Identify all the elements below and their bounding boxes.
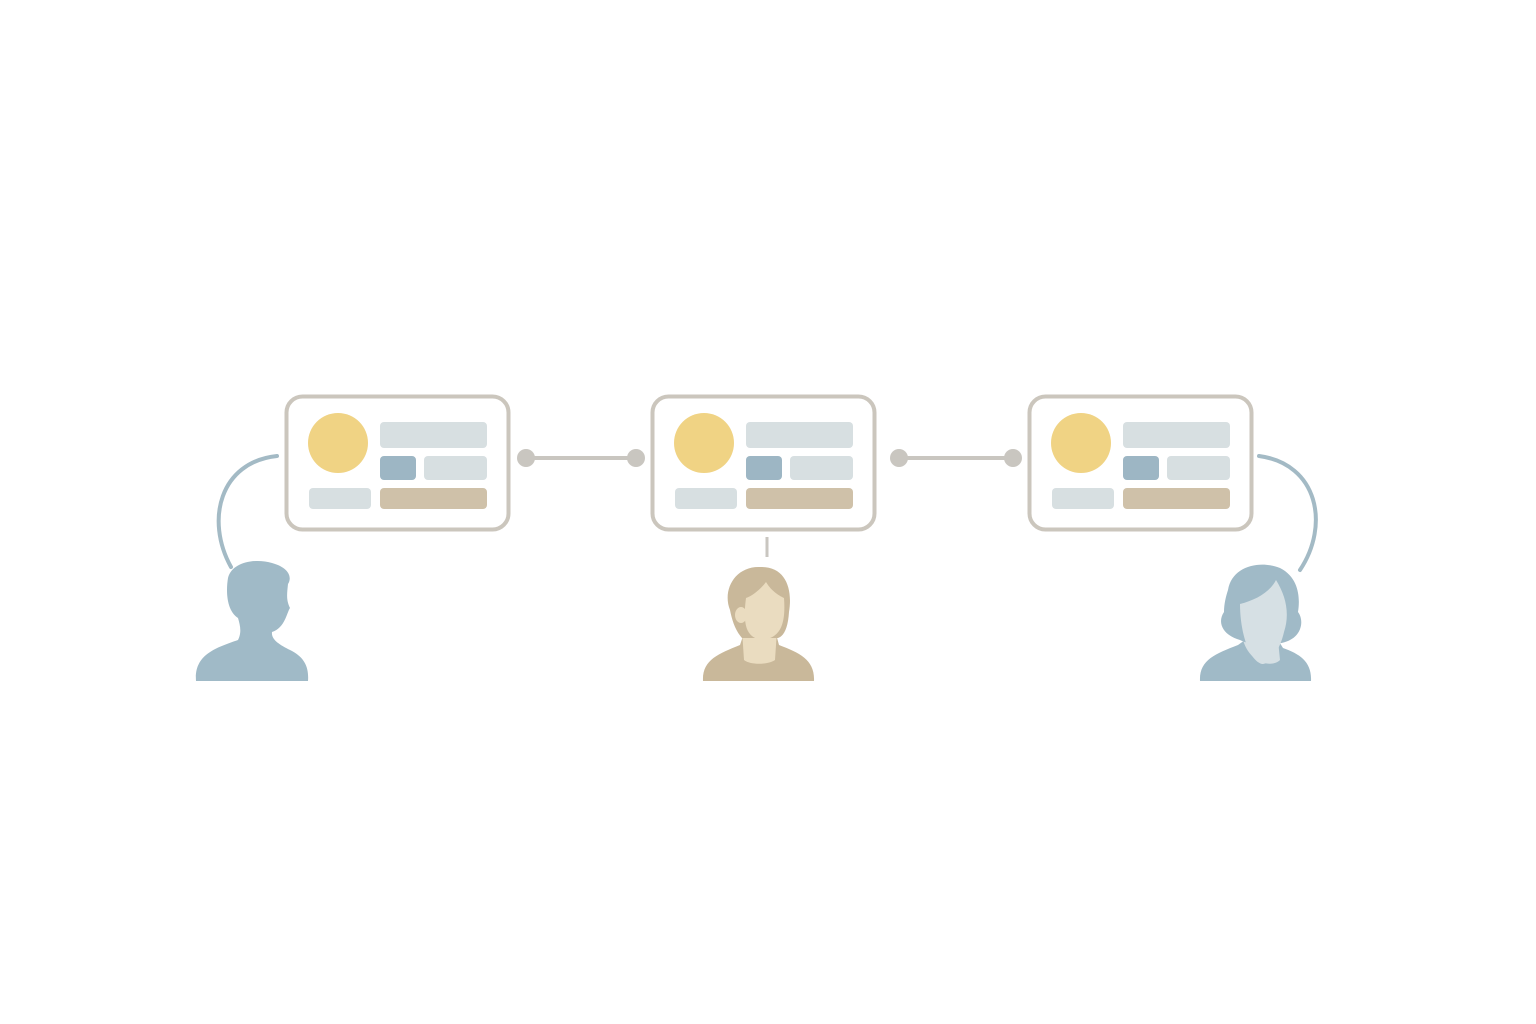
title-placeholder [380,422,487,448]
title-placeholder [746,422,853,448]
connector-dot [517,449,535,467]
female-avatar-icon [1199,564,1312,681]
connector-dot [1004,449,1022,467]
subtitle-placeholder [424,456,487,480]
tag-placeholder [1123,456,1159,480]
person-avatar-icon [702,566,815,681]
action-placeholder [746,488,853,509]
action-placeholder [1123,488,1230,509]
action-placeholder [380,488,487,509]
label-placeholder [1052,488,1114,509]
connector-1-2 [517,449,645,467]
male-silhouette-icon [195,560,309,681]
connector-2-3 [890,449,1022,467]
tag-placeholder [746,456,782,480]
label-placeholder [309,488,371,509]
subtitle-placeholder [1167,456,1230,480]
avatar-circle [674,413,734,473]
subtitle-placeholder [790,456,853,480]
avatar-circle [1051,413,1111,473]
profile-card-3 [1027,394,1254,532]
left-arc-line [216,454,279,569]
right-arc-line [1257,454,1318,572]
connector-dot [890,449,908,467]
profile-card-2 [650,394,877,532]
avatar-circle [308,413,368,473]
profile-card-1 [284,394,511,532]
label-placeholder [675,488,737,509]
title-placeholder [1123,422,1230,448]
connector-dot [627,449,645,467]
tag-placeholder [380,456,416,480]
